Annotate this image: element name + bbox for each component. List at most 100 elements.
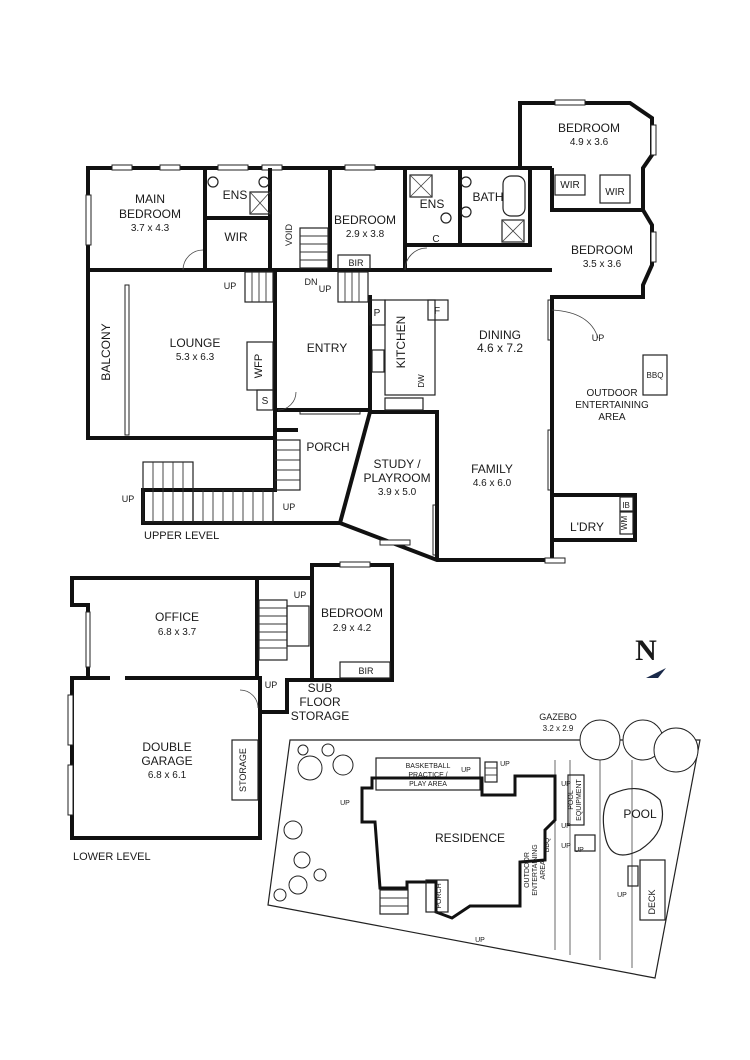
upper-doors	[182, 247, 599, 411]
up-marker: UP	[561, 781, 571, 788]
s-label: S	[262, 396, 269, 407]
outdoor-label-2: ENTERTAINING	[575, 400, 649, 411]
bedroom-e-label: BEDROOM	[571, 243, 633, 257]
site-trees	[273, 719, 699, 902]
dw-label: DW	[417, 374, 426, 388]
up-marker: UP	[500, 761, 510, 768]
upper-level: BEDROOM 4.9 x 3.6 MAIN BEDROOM 3.7 x 4.3…	[85, 99, 668, 564]
lower-bir-label: BIR	[358, 666, 374, 676]
kitchen-fittings	[369, 299, 449, 411]
bir-box	[337, 254, 371, 270]
lower-window	[67, 764, 74, 816]
kitchen-label: KITCHEN	[394, 316, 408, 369]
dining-size: 4.6 x 7.2	[477, 341, 523, 355]
up-marker: UP	[224, 281, 237, 291]
up-marker: UP	[561, 843, 571, 850]
pool-label: POOL	[623, 807, 657, 821]
deck-area	[639, 859, 666, 921]
storage-label: STORAGE	[238, 748, 248, 792]
family-label: FAMILY	[471, 462, 513, 476]
bath-label: BATH	[472, 190, 503, 204]
gazebo-size: 3.2 x 2.9	[543, 724, 574, 733]
site-bbq-label: BBQ	[544, 837, 551, 852]
p-label: P	[374, 308, 381, 319]
lower-bir-box	[339, 661, 391, 679]
site-outdoor-label-1: OUTDOOR	[524, 852, 531, 888]
dining-label: DINING	[479, 328, 521, 342]
lower-bedroom-label: BEDROOM	[321, 606, 383, 620]
ib-box	[619, 496, 634, 512]
ib-label: IB	[622, 501, 630, 510]
storage-box	[231, 739, 259, 801]
wm-box	[619, 511, 634, 535]
residence-outline	[360, 774, 557, 920]
lounge-size: 5.3 x 6.3	[176, 352, 215, 363]
subfloor-label-3: STORAGE	[291, 709, 349, 723]
site-porch-label: PORCH	[436, 883, 443, 908]
site-outdoor-label-2: ENTERTAINING	[532, 844, 539, 895]
site-stairs	[379, 761, 639, 915]
wir-2-label: WIR	[560, 180, 579, 191]
lower-bedroom-size: 2.9 x 4.2	[333, 623, 372, 634]
up-marker: UP	[475, 937, 485, 944]
subfloor-label-2: FLOOR	[299, 695, 341, 709]
site-boundary	[267, 739, 701, 979]
gazebo-label: GAZEBO	[539, 712, 577, 722]
study-label-2: PLAYROOM	[363, 471, 430, 485]
up-marker: UP	[461, 767, 471, 774]
family-size: 4.6 x 6.0	[473, 478, 512, 489]
basketball-label-3: PLAY AREA	[409, 781, 447, 788]
wfp-label: WFP	[253, 354, 265, 378]
north-label: N	[635, 634, 657, 667]
wir-3-label: WIR	[605, 187, 624, 198]
wm-label: WM	[620, 516, 629, 531]
basketball-label-1: BASKETBALL	[406, 763, 451, 770]
bbq-label: BBQ	[647, 371, 664, 380]
basketball-court	[375, 757, 481, 791]
lower-interior-walls	[72, 676, 262, 712]
north-arrow-icon	[646, 668, 666, 678]
up-marker: UP	[319, 284, 332, 294]
lower-level-label: LOWER LEVEL	[73, 851, 151, 863]
pool-equip-label-2: EQUIPMENT	[576, 778, 583, 820]
garage-label-1: DOUBLE	[142, 740, 191, 754]
ens-2-label: ENS	[420, 197, 445, 211]
lower-window	[339, 561, 371, 568]
main-bedroom-label-1: MAIN	[135, 192, 165, 206]
bir-label: BIR	[348, 258, 364, 268]
study-size: 3.9 x 5.0	[378, 487, 417, 498]
up-marker: UP	[617, 892, 627, 899]
bath-fixtures	[207, 174, 631, 243]
up-marker: UP	[283, 502, 296, 512]
wir-1-label: WIR	[224, 230, 248, 244]
bedroom-mid-label: BEDROOM	[334, 213, 396, 227]
s-box	[256, 389, 274, 411]
bbq-box	[642, 354, 668, 396]
lower-window	[85, 611, 91, 668]
ldry-label: L'DRY	[570, 520, 604, 534]
f-label: F	[434, 306, 440, 317]
pool-equipment	[567, 774, 585, 826]
up-marker: UP	[592, 333, 605, 343]
deck-label: DECK	[647, 889, 657, 914]
pool-equip-label-1: POOL	[568, 790, 575, 810]
ens-1-label: ENS	[223, 188, 248, 202]
up-marker: UP	[574, 847, 584, 854]
north-arrow: N	[635, 634, 666, 678]
study-label-1: STUDY /	[373, 457, 421, 471]
office-label: OFFICE	[155, 610, 199, 624]
up-marker: UP	[561, 823, 571, 830]
upper-stairs	[142, 227, 369, 523]
outdoor-label-1: OUTDOOR	[586, 388, 637, 399]
bedroom-e-size: 3.5 x 3.6	[583, 259, 622, 270]
site-porch	[425, 879, 449, 913]
entry-label: ENTRY	[307, 341, 347, 355]
porch-label: PORCH	[306, 440, 349, 454]
bedroom-ne-size: 4.9 x 3.6	[570, 137, 609, 148]
c-label: C	[432, 234, 439, 245]
dn-marker: DN	[305, 277, 318, 287]
up-marker: UP	[122, 494, 135, 504]
main-bedroom-size: 3.7 x 4.3	[131, 223, 170, 234]
lower-door	[239, 689, 259, 709]
